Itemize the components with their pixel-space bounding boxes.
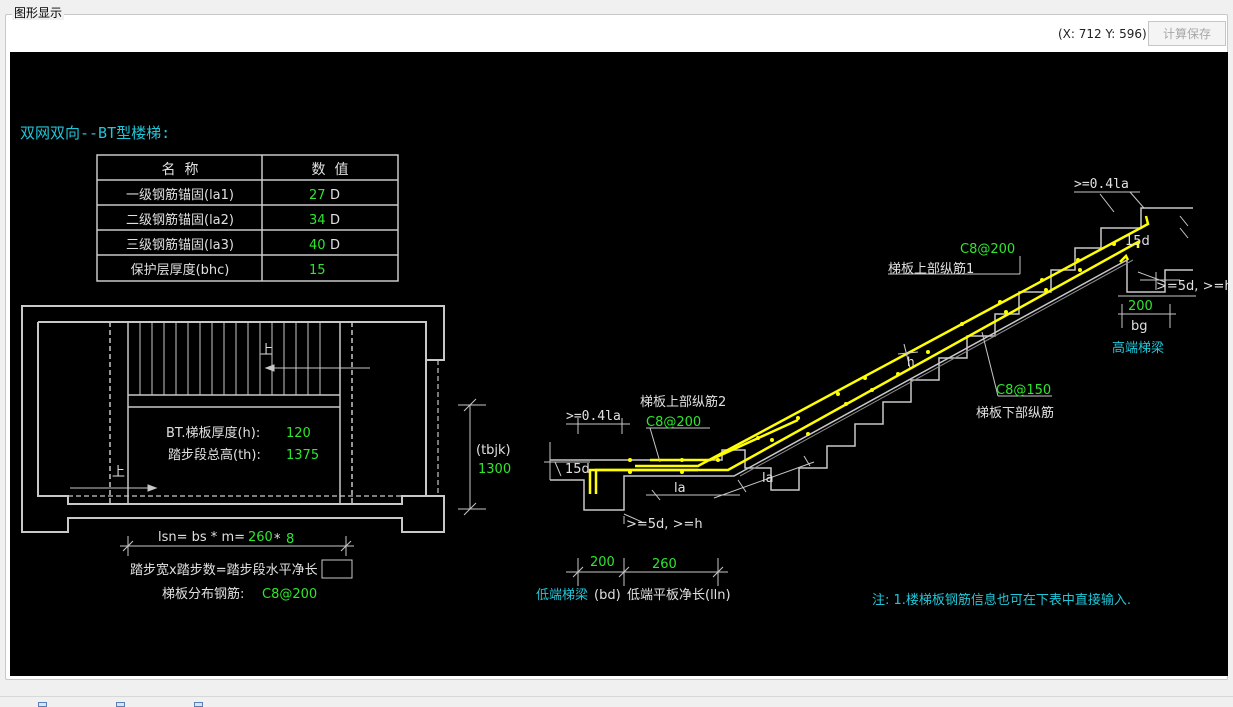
bg-value[interactable]: 200: [1128, 299, 1153, 314]
tbjk-value[interactable]: 1300: [478, 462, 511, 477]
la-label-2: la: [762, 471, 774, 486]
coordinate-readout: (X: 712 Y: 596): [1058, 27, 1147, 41]
lsn-label: lsn= bs * m=: [158, 530, 245, 545]
bs-value[interactable]: 260: [248, 530, 273, 545]
rebar-lines: [588, 215, 1150, 494]
bottom-rebar-spec[interactable]: C8@150: [996, 383, 1051, 398]
tbjk-label: (tbjk): [476, 443, 511, 458]
table-header-value: 数 值: [312, 162, 349, 178]
height-label: 踏步段总高(th):: [168, 447, 261, 463]
table-row-unit: D: [330, 188, 340, 203]
thickness-value[interactable]: 120: [286, 426, 311, 441]
table-row-name: 一级钢筋锚固(la1): [126, 187, 234, 203]
table-row-value[interactable]: 34: [309, 213, 326, 228]
anchor-high-label: >=0.4la: [1074, 177, 1129, 192]
distribution-rebar-label: 梯板分布钢筋:: [162, 586, 244, 602]
d15-low-label: 15d: [565, 462, 590, 477]
d5-low-label: >=5d, >=h: [626, 517, 703, 532]
ln-value[interactable]: 260: [652, 557, 677, 572]
d15-high-label: 15d: [1125, 234, 1150, 249]
top-rebar-2-spec[interactable]: C8@200: [646, 415, 701, 430]
d5-high-label: >=5d, >=h: [1156, 279, 1228, 294]
plan-up-label-lower: 上: [112, 465, 125, 480]
top-rebar-1-spec[interactable]: C8@200: [960, 242, 1015, 257]
thickness-label: BT.梯板厚度(h):: [166, 425, 260, 441]
parameter-table: [96, 154, 399, 282]
lsn-star: *: [274, 532, 281, 547]
stair-plan-view: [21, 305, 486, 579]
table-row-name: 保护层厚度(bhc): [131, 262, 230, 278]
calculate-save-button[interactable]: 计算保存: [1148, 21, 1226, 46]
table-row-unit: D: [330, 213, 340, 228]
distribution-rebar-value[interactable]: C8@200: [262, 587, 317, 602]
height-value[interactable]: 1375: [286, 448, 319, 463]
table-row-value[interactable]: 40: [309, 238, 326, 253]
low-beam-label: 低端梯梁: [536, 588, 588, 603]
note-text: 注: 1.楼梯板钢筋信息也可在下表中直接输入.: [872, 592, 1131, 608]
bd-label: (bd): [594, 588, 621, 603]
drawing-title: 双网双向--BT型楼梯:: [20, 124, 170, 142]
top-rebar-2-label: 梯板上部纵筋2: [640, 394, 726, 410]
anchor-low-label: >=0.4la: [566, 409, 621, 424]
document-icon: [194, 702, 203, 707]
rebar-dots: [628, 242, 1116, 474]
table-icon: [116, 702, 125, 707]
stair-drawing: 双网双向--BT型楼梯: 名 称 数 值 一级钢筋锚固(la1) 27 D 二级…: [20, 124, 1228, 608]
stair-section-view: [550, 207, 1193, 511]
drawing-canvas[interactable]: 双网双向--BT型楼梯: 名 称 数 值 一级钢筋锚固(la1) 27 D 二级…: [10, 52, 1228, 676]
table-row-value[interactable]: 27: [309, 188, 326, 203]
bd-value[interactable]: 200: [590, 555, 615, 570]
bottom-tab-strip: [0, 696, 1233, 707]
table-row-name: 三级钢筋锚固(la3): [126, 237, 234, 253]
plan-up-label: 上: [260, 343, 273, 358]
table-header-name: 名 称: [162, 162, 199, 178]
high-beam-label: 高端梯梁: [1112, 340, 1164, 356]
formula-text: 踏步宽x踏步数=踏步段水平净长: [130, 562, 318, 578]
thickness-h-label: h: [907, 355, 915, 369]
top-rebar-1-label: 梯板上部纵筋1: [888, 261, 974, 277]
m-value[interactable]: 8: [286, 532, 294, 547]
bg-label: bg: [1131, 319, 1148, 334]
table-row-unit: D: [330, 238, 340, 253]
dimension-lines: [544, 191, 1196, 586]
document-icon: [38, 702, 47, 707]
ln-label: 低端平板净长(lln): [627, 588, 731, 603]
table-row-value[interactable]: 15: [309, 263, 326, 278]
bottom-rebar-label: 梯板下部纵筋: [976, 405, 1054, 421]
table-row-name: 二级钢筋锚固(la2): [126, 212, 234, 228]
group-title: 图形显示: [12, 6, 65, 20]
la-label-1: la: [674, 481, 686, 496]
